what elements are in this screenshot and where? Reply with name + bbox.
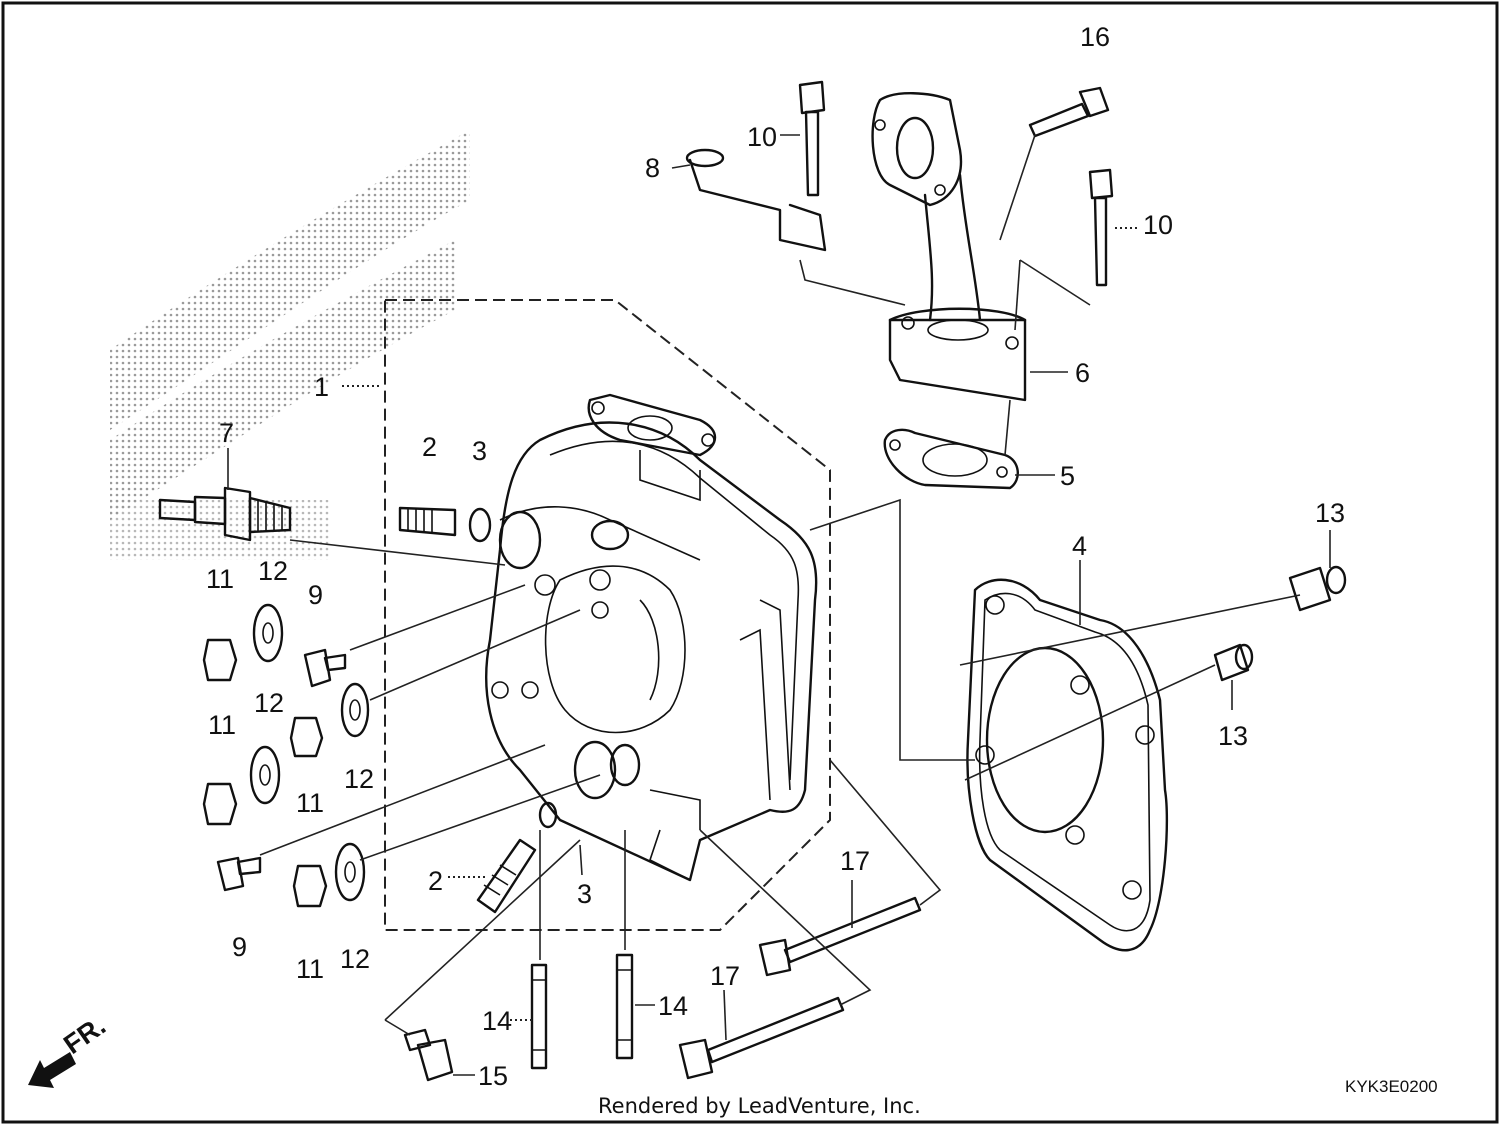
washer-12-b (340, 682, 370, 738)
callout-1: 1 (314, 372, 329, 402)
callout-2-lower: 2 (428, 866, 443, 896)
o-ring-lower (538, 801, 558, 829)
callout-14-right: 14 (658, 991, 688, 1021)
callout-6: 6 (1075, 358, 1090, 388)
callout-10-upper: 10 (747, 122, 777, 152)
diagram-code: KYK3E0200 (1345, 1077, 1438, 1096)
callout-7: 7 (219, 418, 234, 448)
washer-12-c (249, 745, 281, 805)
callout-10-right: 10 (1143, 210, 1173, 240)
dowel-pin-upper (1288, 565, 1347, 612)
dowel-pin-lower (1213, 643, 1254, 682)
assembly-boundary (384, 299, 831, 931)
nut-11-c (202, 782, 238, 826)
stud-upper (398, 506, 457, 537)
callout-12-d: 12 (340, 944, 370, 974)
stud-14-a (530, 963, 548, 1070)
nut-11-d (292, 864, 328, 908)
front-marker-label: FR. (58, 1010, 111, 1060)
callout-9-lower: 9 (232, 932, 247, 962)
washer-12-d (334, 842, 366, 902)
cylinder-head (485, 393, 818, 882)
callout-3-upper: 3 (472, 436, 487, 466)
callout-14-left: 14 (482, 1006, 512, 1036)
callout-12-a: 12 (258, 556, 288, 586)
nut-11-b (289, 716, 324, 758)
callout-16: 16 (1080, 22, 1110, 52)
insulator-gasket (883, 428, 1019, 490)
callout-11-a: 11 (206, 564, 234, 594)
front-direction-marker: FR. (28, 1010, 111, 1088)
callout-17-lower: 17 (710, 961, 740, 991)
callout-4: 4 (1072, 531, 1087, 561)
callout-13-upper: 13 (1315, 498, 1345, 528)
bolt-15 (403, 1028, 454, 1082)
callout-2-upper: 2 (422, 432, 437, 462)
bolt-9-lower (216, 856, 262, 892)
head-gasket (966, 578, 1169, 952)
brand-wing-watermark (110, 130, 470, 560)
bolt-10-upper (798, 80, 826, 197)
render-credit: Rendered by LeadVenture, Inc. (598, 1094, 921, 1118)
callout-11-d: 11 (296, 954, 324, 984)
bolt-17-lower (678, 996, 845, 1080)
bracket-8 (685, 148, 827, 252)
callout-8: 8 (645, 153, 660, 183)
callout-17-upper: 17 (840, 846, 870, 876)
stud-lower (476, 838, 537, 914)
callout-11-b: 11 (208, 710, 236, 740)
intake-pipe (871, 92, 1027, 402)
leader-lines (227, 134, 1331, 1076)
bolt-17-upper (758, 896, 922, 977)
callout-labels: 1 2 2 3 3 4 5 6 7 8 9 9 10 10 11 11 11 1… (206, 22, 1345, 1091)
callout-5: 5 (1060, 461, 1075, 491)
washer-12-a (252, 603, 284, 663)
callout-13-lower: 13 (1218, 721, 1248, 751)
bolt-9-upper (303, 648, 347, 688)
callout-12-b: 12 (254, 688, 284, 718)
callout-12-c: 12 (344, 764, 374, 794)
callout-9-upper: 9 (308, 580, 323, 610)
stud-14-b (615, 953, 634, 1060)
bolt-16 (1028, 86, 1110, 138)
callout-15: 15 (478, 1061, 508, 1091)
nut-11-a (202, 638, 238, 682)
o-ring-upper (468, 507, 492, 543)
callout-11-c: 11 (296, 788, 324, 818)
callout-3-lower: 3 (577, 879, 592, 909)
spark-plug (158, 486, 292, 542)
bolt-10-right (1088, 168, 1114, 287)
